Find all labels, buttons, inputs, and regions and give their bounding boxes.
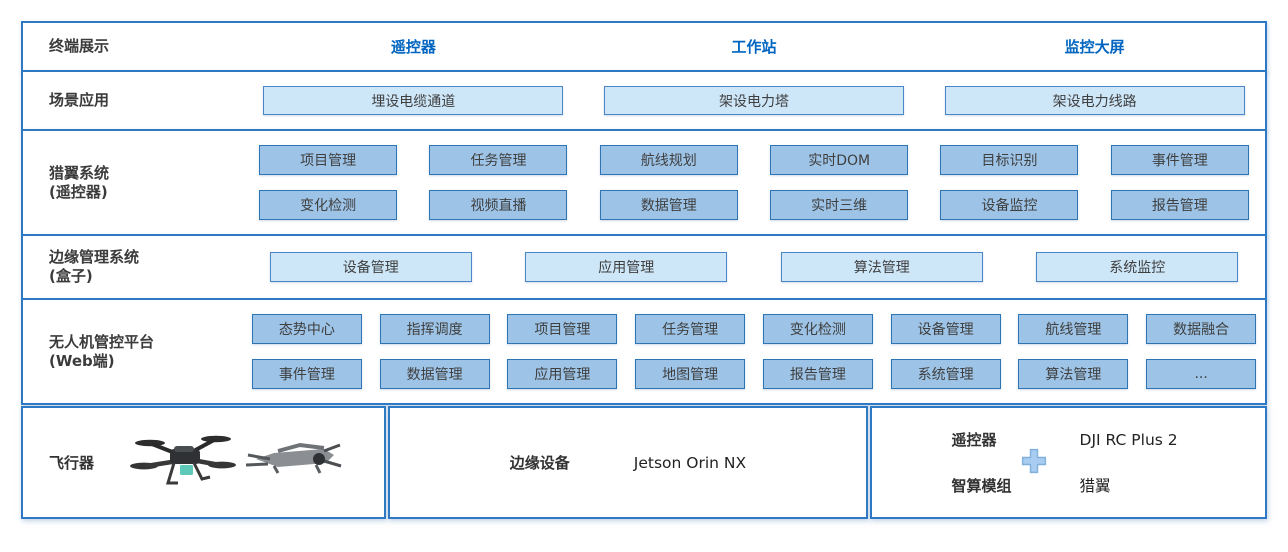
module-box: 应用管理 (525, 252, 728, 282)
architecture-diagram: 终端展示 遥控器 工作站 监控大屏 场景应用 埋设电缆通道 架设电力塔 架设电力… (21, 21, 1267, 519)
edge-device-box: 边缘设备 Jetson Orin NX (388, 406, 868, 519)
row-label-uav: 无人机管控平台 (Web端) (23, 300, 243, 403)
rc-label: 遥控器 (951, 431, 997, 449)
compute-module-label: 智算模组 (951, 476, 1012, 495)
aircraft-box: 飞行器 (21, 406, 387, 519)
module-box: 埋设电缆通道 (263, 86, 564, 115)
module-box: 数据管理 (379, 359, 490, 389)
rc-value: DJI RC Plus 2 (1079, 430, 1178, 449)
module-box: 地图管理 (635, 359, 746, 389)
module-box: 指挥调度 (379, 314, 490, 344)
module-box: 任务管理 (429, 145, 568, 175)
module-box: 系统管理 (890, 359, 1001, 389)
module-box: 架设电力塔 (604, 86, 904, 115)
row-terminal-display: 终端展示 遥控器 工作站 监控大屏 (21, 21, 1267, 72)
module-box: 应用管理 (507, 359, 618, 389)
module-box: 目标识别 (940, 145, 1079, 175)
terminal-item-workstation: 工作站 (731, 38, 777, 56)
row-hardware: 飞行器 (21, 406, 1267, 519)
module-box: 视频直播 (429, 190, 568, 220)
compute-module-value: 猎翼 (1079, 477, 1111, 495)
row-label-lieyi: 猎翼系统 (遥控器) (23, 131, 243, 234)
plus-icon (1020, 447, 1048, 479)
row-lieyi-system: 猎翼系统 (遥控器) 项目管理 任务管理 航线规划 实时DOM 目标识别 事件管… (21, 129, 1267, 236)
row-label-text: 无人机管控平台 (49, 332, 155, 351)
row-label-text: 场景应用 (49, 91, 110, 110)
lieyi-modules: 项目管理 任务管理 航线规划 实时DOM 目标识别 事件管理 变化检测 视频直播… (243, 131, 1265, 234)
compute-module-line: 智算模组 猎翼 (952, 474, 1111, 496)
row-sublabel-text: (Web端) (49, 351, 115, 370)
module-box: 系统监控 (1036, 252, 1239, 282)
module-box: 实时三维 (770, 190, 909, 220)
module-box: 态势中心 (251, 314, 362, 344)
row-scenario-application: 场景应用 埋设电缆通道 架设电力塔 架设电力线路 (21, 70, 1267, 131)
rc-line: 遥控器 DJI RC Plus 2 (952, 429, 1178, 450)
module-box: 设备管理 (890, 314, 1001, 344)
uav-platform-modules: 态势中心 指挥调度 项目管理 任务管理 变化检测 设备管理 航线管理 数据融合 … (243, 300, 1265, 403)
row-label-scenario: 场景应用 (23, 72, 243, 129)
row-sublabel-text: (遥控器) (49, 182, 108, 201)
terminal-item-remote: 遥控器 (390, 38, 436, 56)
mavic-drone-image (245, 442, 342, 474)
module-box: 项目管理 (507, 314, 618, 344)
row-uav-platform: 无人机管控平台 (Web端) 态势中心 指挥调度 项目管理 任务管理 变化检测 … (21, 298, 1267, 405)
module-box: 事件管理 (1110, 145, 1249, 175)
module-box: 设备管理 (269, 252, 472, 282)
row-label-edge: 边缘管理系统 (盒子) (23, 236, 243, 298)
module-box: 项目管理 (259, 145, 398, 175)
module-box: 事件管理 (251, 359, 362, 389)
row-sublabel-text: (盒子) (49, 267, 93, 285)
module-box: 任务管理 (635, 314, 746, 344)
module-box: 设备监控 (940, 190, 1079, 220)
module-box: 算法管理 (780, 252, 983, 282)
module-box: 数据管理 (599, 190, 738, 220)
module-box: 架设电力线路 (944, 86, 1245, 115)
edge-device-label: 边缘设备 (509, 454, 570, 472)
module-box: 算法管理 (1018, 359, 1129, 389)
terminal-item-bigscreen: 监控大屏 (1064, 38, 1125, 56)
row-edge-management: 边缘管理系统 (盒子) 设备管理 应用管理 算法管理 系统监控 (21, 234, 1267, 300)
module-box: 航线管理 (1018, 314, 1129, 344)
module-box: 数据融合 (1146, 314, 1257, 344)
edge-device-value: Jetson Orin NX (633, 453, 747, 472)
row-label-text: 猎翼系统 (49, 163, 110, 182)
row-label-text: 边缘管理系统 (49, 248, 140, 267)
row-label-text: 终端展示 (49, 37, 110, 56)
rc-module-box: 遥控器 DJI RC Plus 2 智算模组 猎翼 (869, 406, 1267, 519)
module-box: 变化检测 (259, 190, 398, 220)
matrice-drone-image (130, 435, 342, 484)
aircraft-label: 飞行器 (49, 454, 95, 472)
module-box: 航线规划 (599, 145, 738, 175)
module-box: 报告管理 (762, 359, 873, 389)
module-box: ... (1146, 359, 1257, 389)
row-label-terminal: 终端展示 (23, 23, 243, 70)
module-box: 报告管理 (1110, 190, 1249, 220)
module-box: 变化检测 (762, 314, 873, 344)
module-box: 实时DOM (770, 145, 909, 175)
